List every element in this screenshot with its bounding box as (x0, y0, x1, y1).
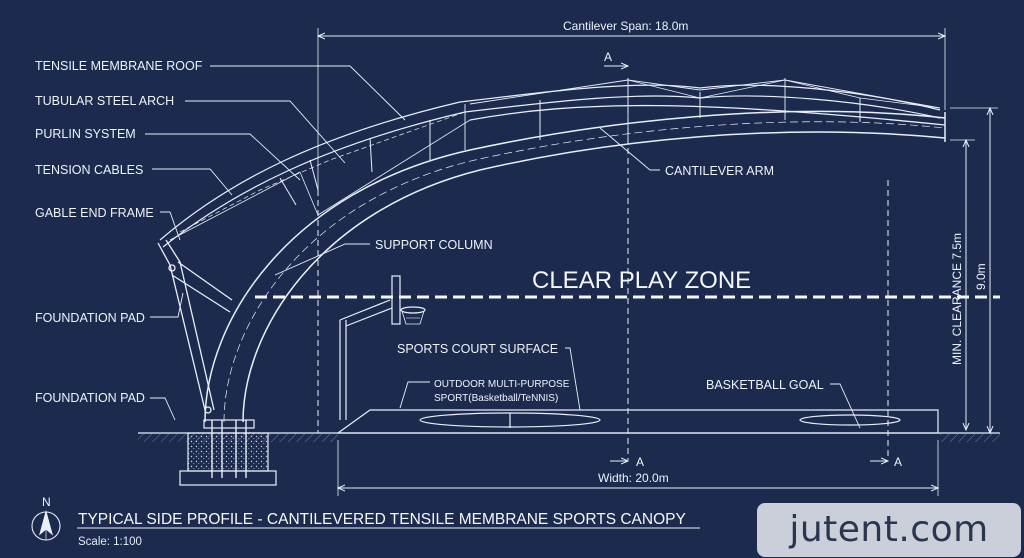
drawing-title: TYPICAL SIDE PROFILE - CANTILEVERED TENS… (78, 511, 686, 528)
callout-tensile-membrane-roof: TENSILE MEMBRANE ROOF (35, 59, 203, 73)
north-label: N (42, 495, 51, 509)
callout-foundation-pad-upper: FOUNDATION PAD (35, 311, 145, 325)
foundation-footing (179, 419, 277, 486)
clear-play-zone-label: CLEAR PLAY ZONE (532, 267, 751, 294)
dimension-lines (318, 28, 998, 496)
purlin-system (279, 92, 861, 206)
section-mark-bottom-left: A (636, 455, 644, 469)
tensile-membrane-roof (159, 78, 941, 248)
callout-gable-end-frame: GABLE END FRAME (35, 206, 154, 220)
north-arrow-icon (31, 509, 61, 541)
dim-min-clearance: MIN. CLEARANCE 7.5m (950, 233, 964, 365)
tension-cables (169, 119, 471, 241)
basketball-goal-hoop (339, 275, 426, 420)
leader-lines (145, 65, 861, 429)
callout-tension-cables: TENSION CABLES (35, 163, 143, 177)
dim-height: 9.0m (974, 263, 988, 290)
cantilever-arm (469, 104, 946, 126)
callout-outdoor-line2: SPORT(Basketball/TeNNIS) (434, 393, 558, 404)
section-mark-lines (604, 66, 888, 461)
callout-cantilever-arm: CANTILEVER ARM (665, 164, 774, 178)
callout-tubular-steel-arch: TUBULAR STEEL ARCH (35, 94, 174, 108)
dim-cantilever-span: Cantilever Span: 18.0m (563, 19, 688, 33)
section-mark-bottom-right: A (894, 455, 902, 469)
callout-sports-court-surface: SPORTS COURT SURFACE (397, 342, 558, 356)
callout-foundation-pad-lower: FOUNDATION PAD (35, 391, 145, 405)
callout-support-column: SUPPORT COLUMN (375, 238, 493, 252)
watermark-text: jutent.com (789, 509, 989, 550)
callout-purlin-system: PURLIN SYSTEM (35, 127, 136, 141)
gable-end-frame (157, 239, 233, 414)
watermark-box (757, 503, 1021, 557)
drawing-scale: Scale: 1:100 (78, 536, 142, 548)
column-centerlines (317, 78, 889, 460)
section-mark-top: A (604, 50, 612, 64)
callout-outdoor-line1: OUTDOOR MULTI-PURPOSE (434, 379, 570, 390)
dim-width: Width: 20.0m (598, 471, 669, 485)
court-surface (336, 409, 939, 434)
callout-basketball-goal: BASKETBALL GOAL (706, 378, 824, 392)
